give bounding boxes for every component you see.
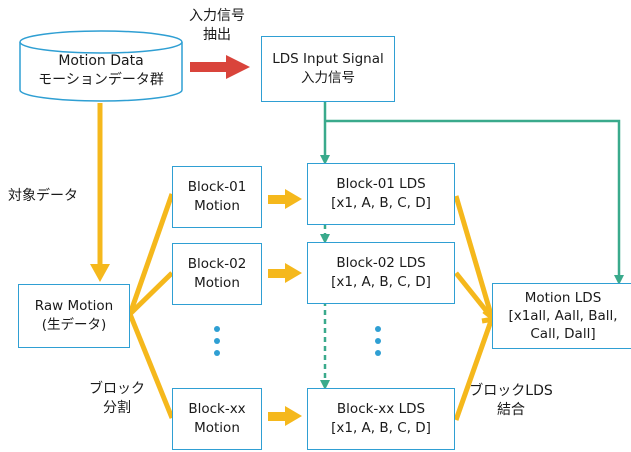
block-xx-motion-box: Block-xx Motion — [172, 388, 262, 450]
database-cylinder — [19, 30, 183, 102]
raw-motion-line2: (生データ) — [41, 317, 107, 333]
block-motion-line2: Motion — [194, 420, 240, 436]
combine-label-line1: ブロックLDS — [469, 383, 553, 399]
ellipsis-dots — [214, 326, 381, 356]
motion-lds-box: Motion LDS [x1all, Aall, Ball, Call, Dal… — [492, 283, 631, 349]
input-signal-arrows — [320, 102, 624, 390]
split-label-line1: ブロック — [89, 381, 145, 397]
extract-label: 入力信号 抽出 — [186, 7, 248, 45]
block-lds-line1: Block-01 LDS — [336, 176, 426, 192]
extract-label-line1: 入力信号 — [189, 8, 245, 24]
block-lds-line1: Block-xx LDS — [336, 401, 426, 417]
block-motion-line1: Block-xx — [188, 401, 246, 417]
block-01-motion-box: Block-01 Motion — [172, 166, 262, 228]
target-data-label: 対象データ — [8, 188, 78, 204]
motion-lds-line1: Motion LDS — [524, 290, 602, 306]
lds-input-signal-box: LDS Input Signal 入力信号 — [261, 36, 395, 102]
combine-label: ブロックLDS 結合 — [462, 382, 560, 420]
split-label-line2: 分割 — [103, 400, 131, 416]
raw-motion-line1: Raw Motion — [34, 298, 114, 314]
block-motion-line1: Block-02 — [187, 256, 247, 272]
block-lds-line2: [x1, A, B, C, D] — [331, 195, 431, 211]
extract-arrow — [190, 55, 250, 79]
motion-lds-line2: [x1all, Aall, Ball, — [508, 308, 618, 324]
block-02-motion-box: Block-02 Motion — [172, 243, 262, 305]
block-motion-line1: Block-01 — [187, 179, 247, 195]
block-lds-line2: [x1, A, B, C, D] — [331, 420, 431, 436]
lds-input-line1: LDS Input Signal — [272, 51, 384, 67]
split-lines — [127, 193, 175, 419]
database-line2: モーションデータ群 — [38, 72, 164, 88]
target-data-arrow — [90, 103, 110, 282]
extract-label-line2: 抽出 — [203, 27, 231, 43]
raw-motion-box: Raw Motion (生データ) — [18, 284, 130, 348]
block-lds-line2: [x1, A, B, C, D] — [331, 274, 431, 290]
block-xx-lds-box: Block-xx LDS [x1, A, B, C, D] — [307, 388, 455, 450]
block-to-lds-arrows — [268, 189, 302, 426]
block-01-lds-box: Block-01 LDS [x1, A, B, C, D] — [307, 163, 455, 225]
combine-label-line2: 結合 — [497, 402, 525, 418]
block-motion-line2: Motion — [194, 275, 240, 291]
block-motion-line2: Motion — [194, 198, 240, 214]
block-02-lds-box: Block-02 LDS [x1, A, B, C, D] — [307, 242, 455, 304]
lds-input-line2: 入力信号 — [301, 70, 355, 86]
database-label: Motion Data モーションデータ群 — [20, 52, 182, 90]
block-lds-line1: Block-02 LDS — [336, 255, 426, 271]
database-line1: Motion Data — [58, 53, 144, 69]
split-label: ブロック 分割 — [86, 380, 148, 418]
motion-lds-line3: Call, Dall] — [530, 326, 596, 342]
